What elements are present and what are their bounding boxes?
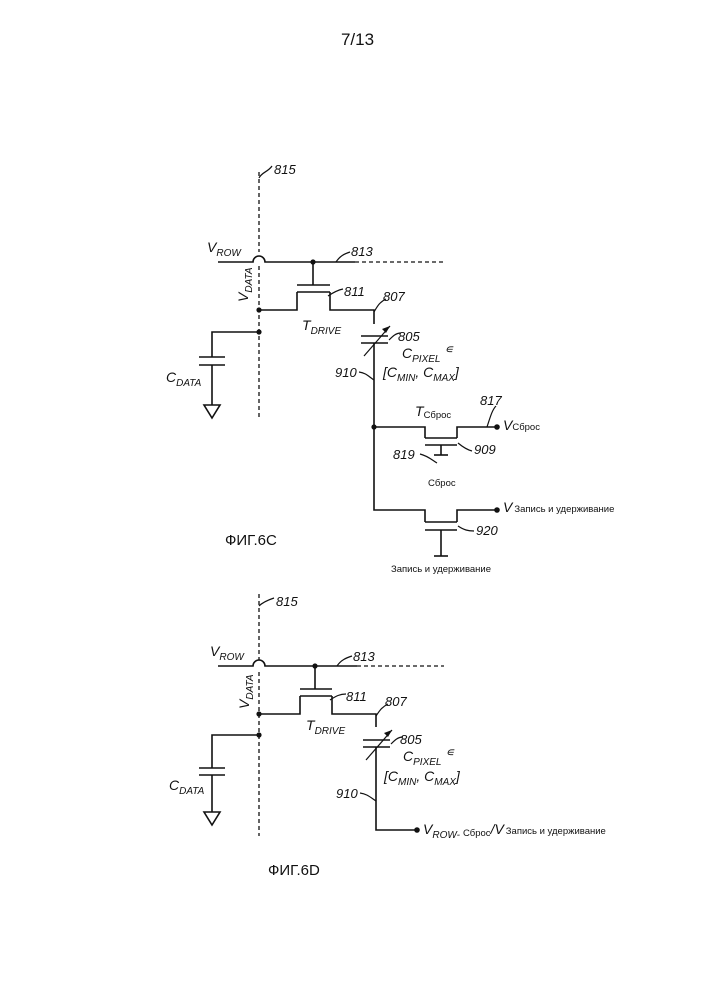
c-data-label: CDATA bbox=[166, 369, 202, 389]
c-pixel-label: CPIXEL∊ bbox=[402, 342, 453, 365]
v-data-label: VDATA bbox=[236, 674, 256, 709]
ref-813: 813 bbox=[353, 649, 375, 664]
c-data-label: CDATA bbox=[169, 777, 205, 797]
ref-815: 815 bbox=[274, 162, 296, 177]
v-data-label: VDATA bbox=[235, 267, 255, 302]
ref-813: 813 bbox=[351, 244, 373, 259]
ref-819: 819 bbox=[393, 447, 415, 462]
ref-805: 805 bbox=[398, 329, 420, 344]
ref-807: 807 bbox=[385, 694, 407, 709]
ref-817: 817 bbox=[480, 393, 502, 408]
figure-6d: 815 813 VROW VDATA 811 TDRIVE 807 CDATA bbox=[169, 594, 606, 879]
ref-920: 920 bbox=[476, 523, 498, 538]
v-write-label: VЗапись и удерживание bbox=[503, 499, 614, 515]
ref-805: 805 bbox=[400, 732, 422, 747]
t-reset-label: TСброс bbox=[415, 403, 451, 421]
figure-6c: 815 813 VROW VDATA 811 TDRIVE 807 CDATA bbox=[166, 162, 614, 575]
ref-815: 815 bbox=[276, 594, 298, 609]
v-row-label: VROW bbox=[210, 643, 245, 663]
caption-fig-6c: ФИГ.6С bbox=[225, 532, 277, 549]
caption-fig-6d: ФИГ.6D bbox=[268, 862, 320, 879]
reset-gate-label: Сброс bbox=[428, 478, 456, 489]
c-range-label: [CMIN, CMAX] bbox=[383, 768, 461, 788]
t-drive-label: TDRIVE bbox=[306, 717, 345, 737]
ref-811: 811 bbox=[344, 284, 365, 299]
v-reset-label: VСброс bbox=[503, 417, 540, 433]
c-range-label: [CMIN, CMAX] bbox=[382, 364, 460, 384]
t-drive-label: TDRIVE bbox=[302, 317, 341, 337]
ground-icon bbox=[204, 812, 220, 825]
ground-icon bbox=[204, 405, 220, 418]
ref-910: 910 bbox=[335, 365, 357, 380]
ref-909: 909 bbox=[474, 442, 496, 457]
c-pixel-label: CPIXEL∊ bbox=[403, 745, 454, 768]
ref-807: 807 bbox=[383, 289, 405, 304]
output-label: VROW-Сброс/VЗапись и удерживание bbox=[423, 821, 606, 841]
v-row-label: VROW bbox=[207, 239, 242, 259]
write-gate-label: Запись и удерживание bbox=[391, 564, 491, 575]
ref-811: 811 bbox=[346, 689, 367, 704]
ref-910: 910 bbox=[336, 786, 358, 801]
